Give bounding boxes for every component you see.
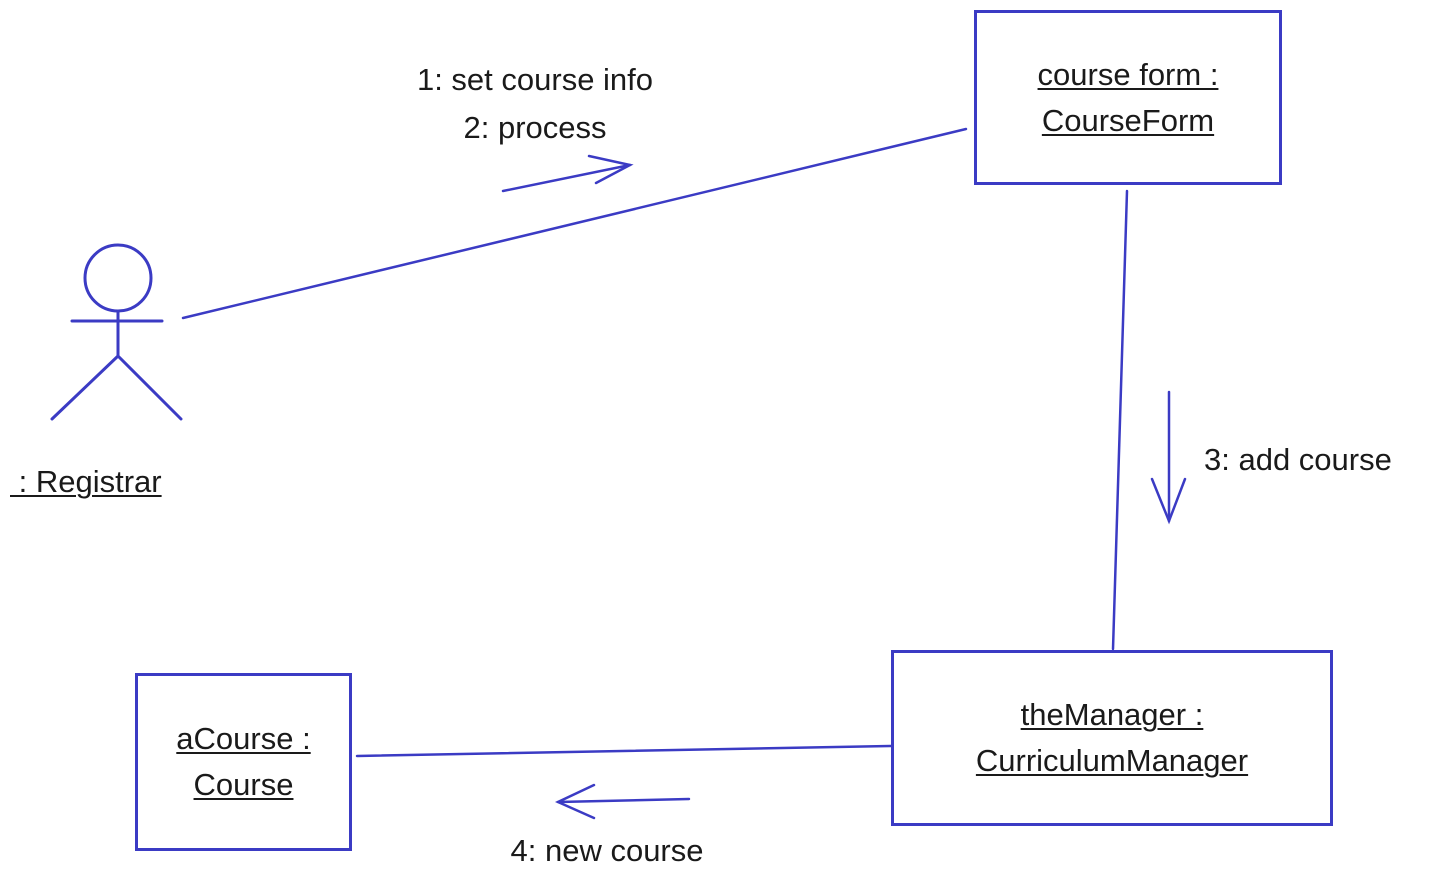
message-label-4: 4: new course — [510, 833, 704, 868]
link-courseform-manager — [1111, 189, 1129, 651]
object-course-form-class: CourseForm — [1041, 102, 1215, 138]
message-label-3: 3: add course — [1204, 442, 1392, 477]
link-registrar-courseform — [181, 127, 968, 320]
actor-registrar-icon — [50, 243, 183, 421]
message-label-2: 2: process — [463, 110, 607, 145]
link-manager-acourse — [355, 744, 893, 758]
message-arrow-1-2 — [501, 154, 634, 193]
message-label-1: 1: set course info — [416, 62, 654, 97]
object-a-course-name: aCourse : — [176, 721, 311, 756]
object-the-manager: theManager : CurriculumManager — [891, 650, 1333, 826]
object-course-form: course form : CourseForm — [974, 10, 1282, 185]
object-a-course: aCourse : Course — [135, 673, 352, 851]
message-arrow-3 — [1150, 390, 1187, 525]
message-arrow-4 — [554, 783, 691, 820]
object-a-course-class: Course — [193, 767, 294, 802]
object-course-form-name: course form : — [1037, 56, 1219, 92]
actor-registrar-label: : Registrar — [10, 464, 162, 499]
object-the-manager-class: CurriculumManager — [975, 743, 1249, 778]
object-the-manager-name: theManager : — [1020, 697, 1204, 732]
